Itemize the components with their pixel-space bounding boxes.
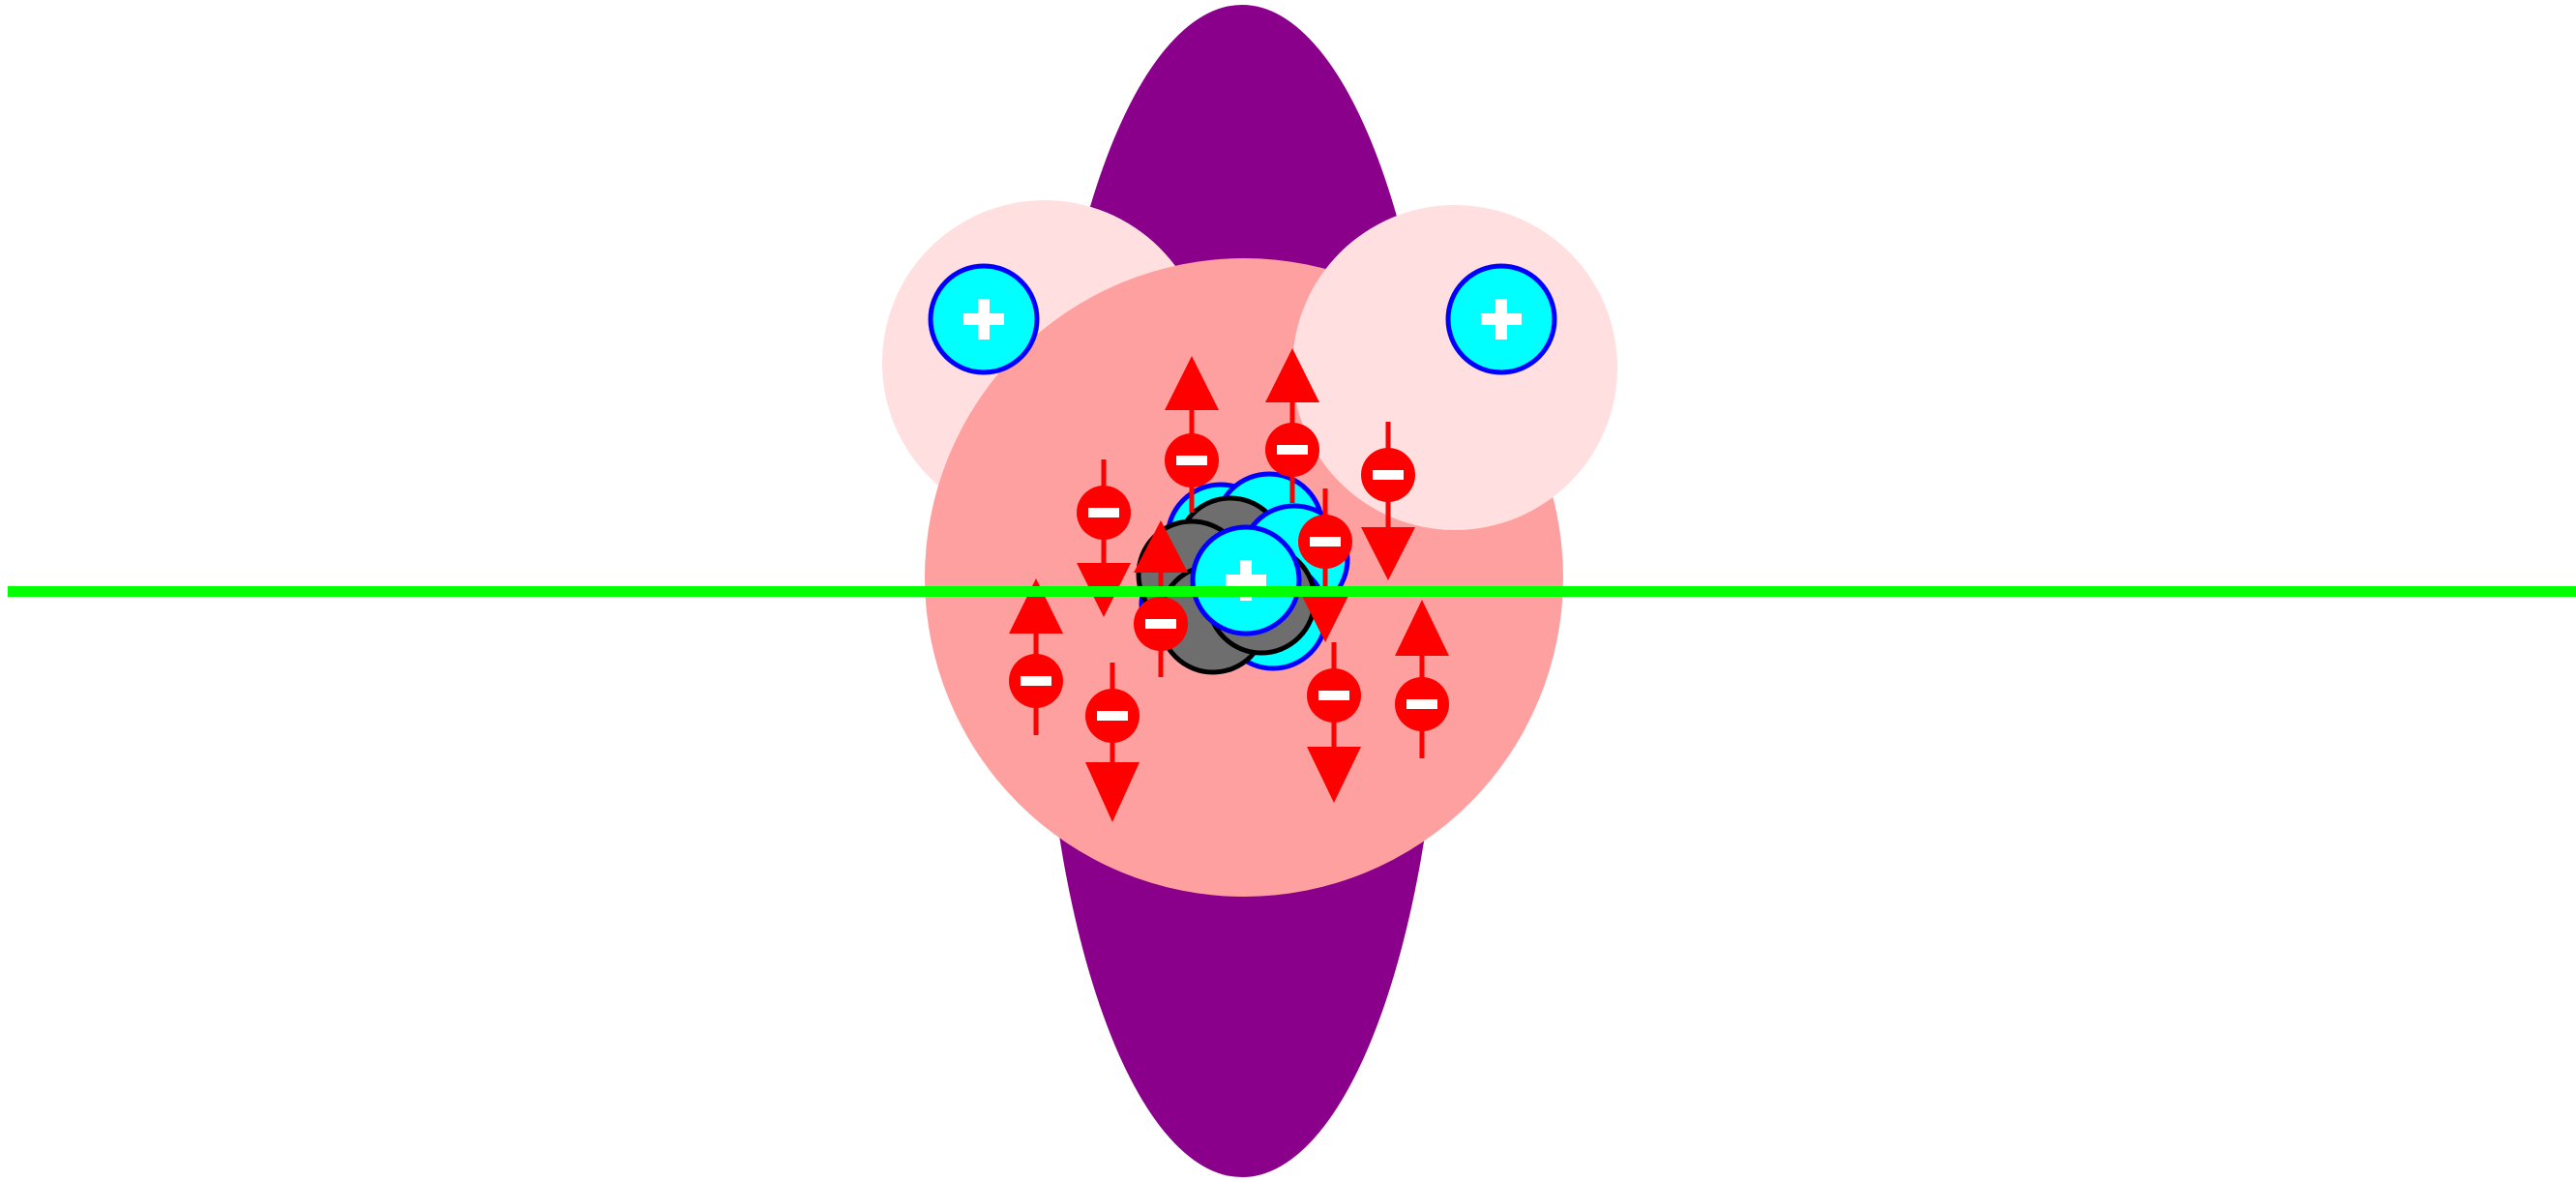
nodal-line [8,586,2576,597]
arrow-down-icon [1307,747,1361,803]
arrow-up-icon [1009,578,1063,634]
minus-sign-icon [1021,676,1051,686]
minus-sign-icon [1318,691,1349,700]
electron-spin-up [1009,578,1063,735]
arrow-up-icon [1265,348,1319,402]
arrow-down-icon [1361,527,1415,580]
electron-spin-down [1361,422,1415,580]
electron-spin-down [1298,488,1352,642]
electron-spin-down [1307,642,1361,803]
minus-sign-icon [1097,711,1128,721]
arrow-up-icon [1165,356,1219,410]
electron-spin-up [1395,600,1449,758]
side-proton-left [928,263,1040,375]
minus-sign-icon [1088,508,1119,517]
side-electron-cloud-right [1292,205,1617,530]
minus-sign-icon [1310,537,1341,547]
arrow-up-icon [1395,600,1449,656]
minus-sign-icon [1373,470,1404,480]
arrow-down-icon [1085,762,1140,822]
arrow-up-icon [1134,520,1188,573]
minus-sign-icon [1145,619,1176,629]
minus-sign-icon [1176,456,1207,465]
electrons [1009,348,1449,822]
nucleus [1136,471,1350,675]
electron-spin-up [1165,356,1219,513]
proton [1190,524,1302,636]
side-proton-right [1445,263,1557,375]
minus-sign-icon [1277,445,1308,455]
arrow-down-icon [1298,588,1352,642]
electron-spin-up [1265,348,1319,503]
electron-spin-down [1085,663,1140,822]
minus-sign-icon [1406,699,1437,709]
